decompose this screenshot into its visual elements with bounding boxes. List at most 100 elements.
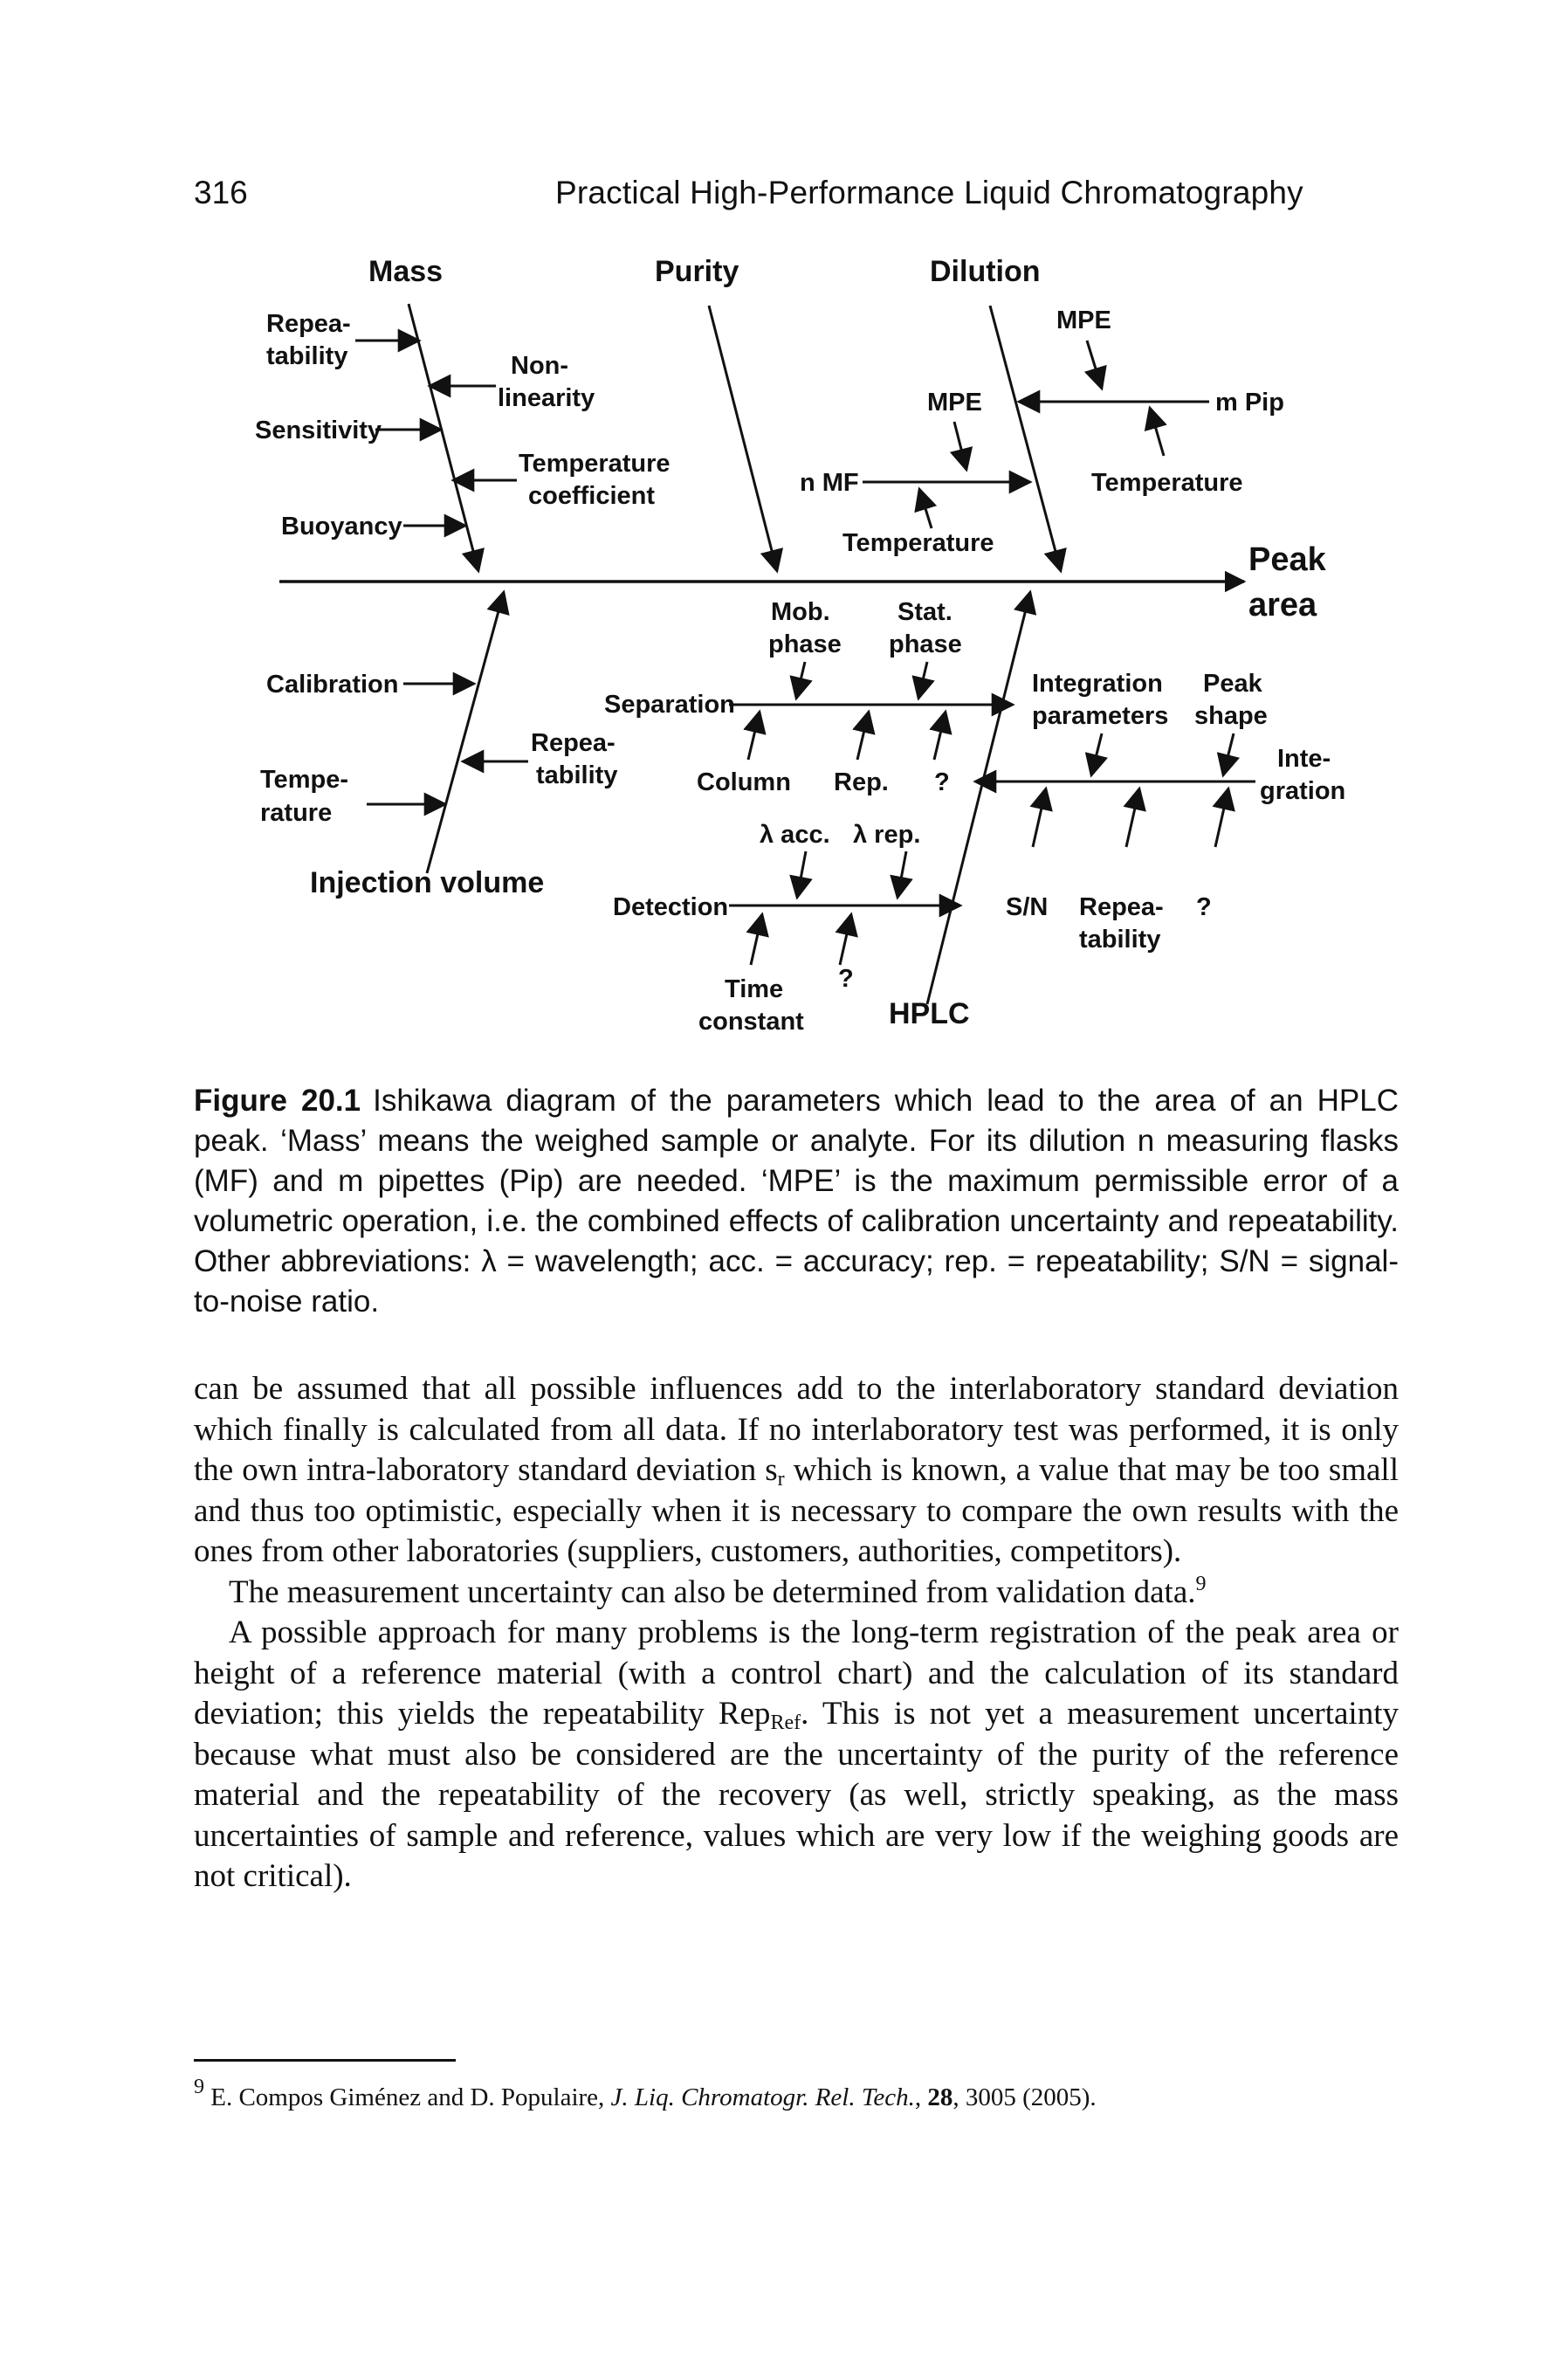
hplc-mob-phase-arrow: [789, 661, 813, 701]
bone-label-purity: Purity: [655, 255, 739, 288]
hplc-integration-params-arrow: [1084, 733, 1108, 778]
hplc-time-constant-label: Time: [725, 975, 783, 1003]
hplc-question3-arrow: [1212, 786, 1235, 848]
paragraph-text: The measurement uncertainty can also be …: [229, 1574, 1196, 1610]
hplc-integration-label: Inte-: [1277, 745, 1331, 773]
mass-buoyancy-label: Buoyancy: [281, 513, 402, 541]
effect-label-area: area: [1248, 587, 1317, 623]
subscript: Ref: [770, 1711, 801, 1734]
hplc-integration-label-2: gration: [1260, 777, 1345, 805]
hplc-rep-label: Rep.: [834, 768, 889, 796]
hplc-stat-phase-label: Stat.: [897, 598, 952, 626]
ishikawa-figure: Peak area Mass Repea- tability Non- line…: [0, 244, 1568, 1057]
hplc-stat-phase-arrow: [911, 661, 935, 701]
inj-repeatability-label: Repea-: [531, 729, 616, 757]
hplc-time-constant-arrow: [746, 912, 769, 966]
paragraph-text: . This is not yet a measurement uncertai…: [194, 1696, 1399, 1894]
hplc-lambda-rep-label: λ rep.: [853, 821, 920, 849]
dilution-nmf-label: n MF: [800, 469, 859, 497]
hplc-lambda-acc-label: λ acc.: [760, 821, 830, 849]
hplc-question1-label: ?: [934, 768, 950, 796]
paragraph-text: can be assumed that all possible influen…: [194, 1371, 1399, 1488]
hplc-question3-label: ?: [1196, 893, 1212, 921]
footnote: 9 E. Compos Giménez and D. Populaire, J.…: [194, 2076, 1399, 2113]
dilution-temp-right-arrow: [1144, 405, 1167, 457]
dilution-mpip-label: m Pip: [1215, 389, 1284, 417]
hplc-peak-shape-label: Peak: [1203, 670, 1263, 698]
hplc-mob-phase-label: Mob.: [771, 598, 830, 626]
bone-label-dilution: Dilution: [930, 255, 1041, 288]
footnote-rest: , 3005 (2005).: [952, 2083, 1097, 2111]
bone-label-injection-volume: Injection volume: [310, 866, 544, 899]
mass-sensitivity-label: Sensitivity: [255, 417, 382, 444]
effect-label-peak: Peak: [1248, 541, 1327, 578]
bone-dilution: [988, 305, 1067, 574]
figure-label: Figure 20.1: [194, 1084, 361, 1118]
dilution-mpe-top-arrow: [1083, 340, 1107, 391]
hplc-integration-params-label: Integration: [1032, 670, 1163, 698]
hplc-int-repeatability-label: Repea-: [1079, 893, 1164, 921]
inj-calibration-label: Calibration: [266, 671, 398, 699]
dilution-temp-mid-arrow: [914, 486, 938, 529]
body-text: can be assumed that all possible influen…: [194, 1369, 1399, 1897]
bone-label-hplc: HPLC: [889, 997, 970, 1030]
dilution-mpe-mid-arrow: [949, 421, 973, 472]
paragraph: The measurement uncertainty can also be …: [194, 1573, 1399, 1614]
inj-temperature-label-2: rature: [260, 799, 332, 827]
inj-repeatability-label-2: tability: [536, 761, 617, 789]
running-header: 316 Practical High-Performance Liquid Ch…: [0, 0, 1568, 227]
footnote-journal: J. Liq. Chromatogr. Rel. Tech.: [610, 2083, 915, 2111]
hplc-sn-arrow: [1029, 786, 1053, 848]
hplc-question2-arrow: [835, 912, 858, 966]
paragraph: A possible approach for many problems is…: [194, 1613, 1399, 1897]
subscript: r: [777, 1468, 785, 1491]
footnote-volume: 28: [927, 2083, 953, 2111]
paragraph-text: which is known, a value that may be too …: [194, 1452, 1399, 1569]
paragraph-text: A possible approach for many problems is…: [194, 1615, 1399, 1732]
mass-repeatability-label-2: tability: [266, 342, 347, 370]
mass-repeatability-label: Repea-: [266, 310, 351, 338]
dilution-temp-right-label: Temperature: [1091, 469, 1243, 497]
bone-purity: [707, 305, 784, 574]
mass-nonlinearity-label: Non-: [511, 352, 568, 380]
dilution-mpe-top-label: MPE: [1056, 306, 1111, 334]
footnote-marker: 9: [194, 2076, 204, 2098]
hplc-integration-params-label-2: parameters: [1032, 702, 1168, 730]
inj-temperature-label: Tempe-: [260, 766, 348, 794]
bone-label-mass: Mass: [368, 255, 443, 288]
hplc-int-repeatability-arrow: [1123, 786, 1146, 848]
dilution-temp-mid-label: Temperature: [842, 529, 994, 557]
hplc-lambda-acc-arrow: [789, 850, 813, 900]
paragraph: can be assumed that all possible influen…: [194, 1369, 1399, 1573]
hplc-detection-label: Detection: [613, 893, 728, 921]
bone-hplc: [925, 589, 1037, 1005]
footnote-divider: [194, 2059, 456, 2062]
hplc-column-arrow: [743, 709, 767, 761]
footnote-sep: ,: [914, 2083, 928, 2111]
hplc-int-repeatability-label-2: tability: [1079, 926, 1160, 954]
hplc-time-constant-label-2: constant: [698, 1008, 804, 1036]
hplc-question1-arrow: [929, 709, 952, 761]
ishikawa-diagram: Peak area Mass Repea- tability Non- line…: [255, 255, 1345, 1036]
figure-caption-text: Ishikawa diagram of the parameters which…: [194, 1084, 1400, 1319]
hplc-sn-label: S/N: [1006, 893, 1048, 921]
mass-tempcoef-label-2: coefficient: [528, 482, 655, 510]
bone-injection-volume: [425, 589, 510, 874]
hplc-column-label: Column: [697, 768, 791, 796]
hplc-lambda-rep-arrow: [890, 850, 913, 900]
hplc-rep-arrow: [852, 709, 876, 761]
bone-mass: [407, 303, 485, 574]
dilution-mpe-mid-label: MPE: [927, 389, 982, 417]
footnote-reference[interactable]: 9: [1195, 1572, 1207, 1595]
hplc-mob-phase-label-2: phase: [768, 630, 842, 658]
hplc-question2-label: ?: [838, 965, 854, 993]
page-number: 316: [194, 175, 248, 210]
mass-tempcoef-label: Temperature: [519, 450, 671, 478]
footnote-authors: E. Compos Giménez and D. Populaire,: [204, 2083, 611, 2111]
mass-nonlinearity-label-2: linearity: [498, 384, 595, 412]
hplc-peak-shape-arrow: [1216, 733, 1240, 778]
hplc-stat-phase-label-2: phase: [889, 630, 962, 658]
running-title: Practical High-Performance Liquid Chroma…: [555, 175, 1303, 210]
hplc-peak-shape-label-2: shape: [1194, 702, 1268, 730]
